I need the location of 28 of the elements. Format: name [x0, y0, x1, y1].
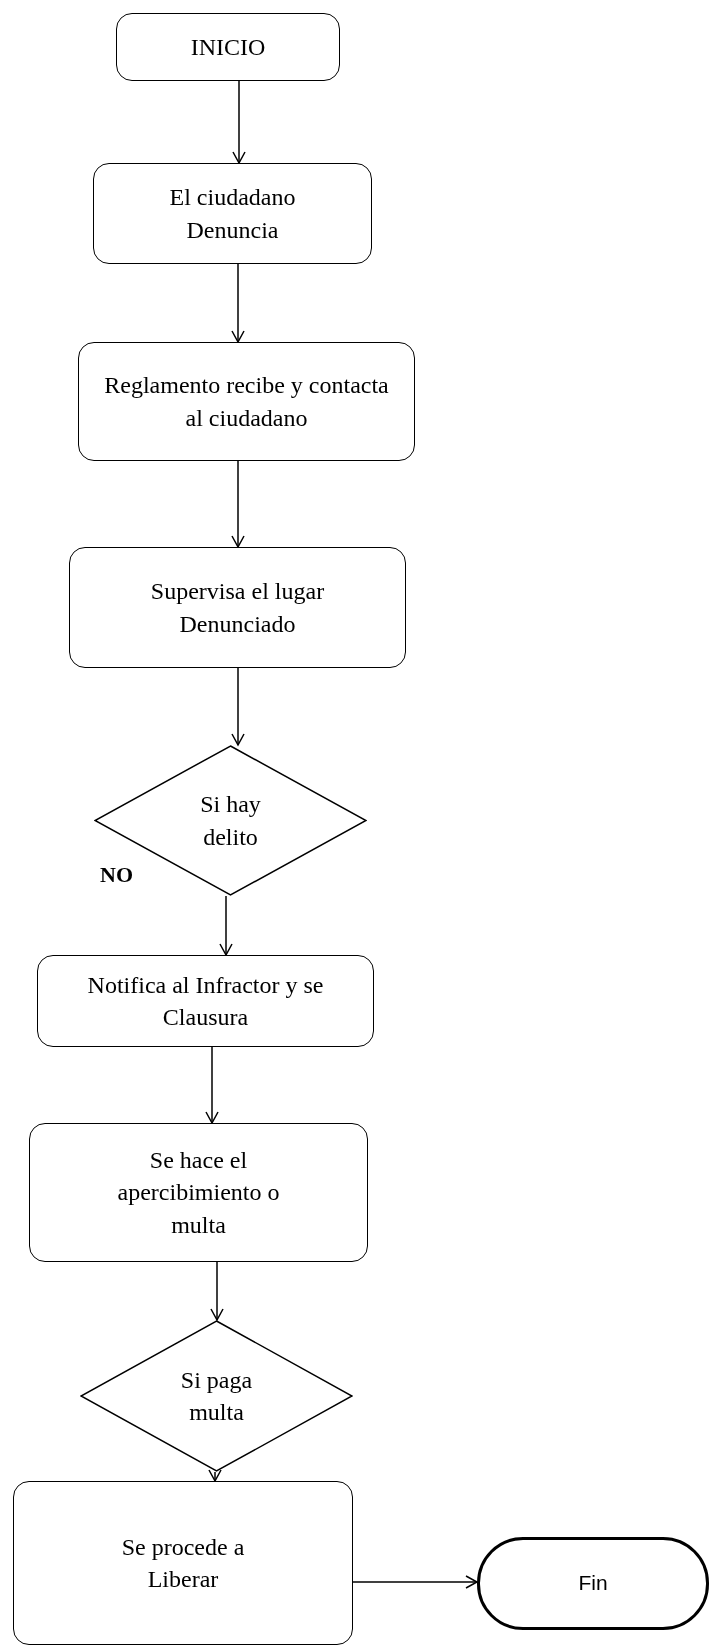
decision-diamond: [94, 745, 367, 896]
node-text: Supervisa el lugar Denunciado: [149, 577, 326, 639]
arrow: [208, 1469, 222, 1482]
arrow: [205, 1046, 219, 1124]
node-text: Se procede a Liberar: [120, 1532, 246, 1594]
arrow: [231, 667, 245, 746]
node-text: Fin: [578, 1570, 608, 1597]
process-box: [69, 547, 406, 668]
process-box: [37, 955, 374, 1047]
process-box: [116, 13, 340, 81]
process-box: [78, 342, 415, 461]
arrow: [231, 460, 245, 548]
process-box: [29, 1123, 368, 1262]
node-text: INICIO: [190, 32, 266, 62]
arrow: [231, 263, 245, 343]
node-text: Si paga multa: [179, 1365, 254, 1427]
node-text: Si hay delito: [199, 790, 262, 852]
node-text: El ciudadano Denuncia: [168, 183, 297, 245]
arrow: [352, 1575, 478, 1589]
decision-diamond: [80, 1320, 353, 1472]
arrow: [232, 80, 246, 164]
node-text: Notifica al Infractor y se Clausura: [86, 970, 325, 1032]
node-text: Reglamento recibe y contacta al ciudadano: [103, 371, 390, 433]
process-box: [13, 1481, 353, 1645]
process-box: [93, 163, 372, 264]
arrow: [219, 895, 233, 956]
arrow: [210, 1261, 224, 1321]
node-text: Se hace el apercibimiento o multa: [116, 1145, 281, 1240]
